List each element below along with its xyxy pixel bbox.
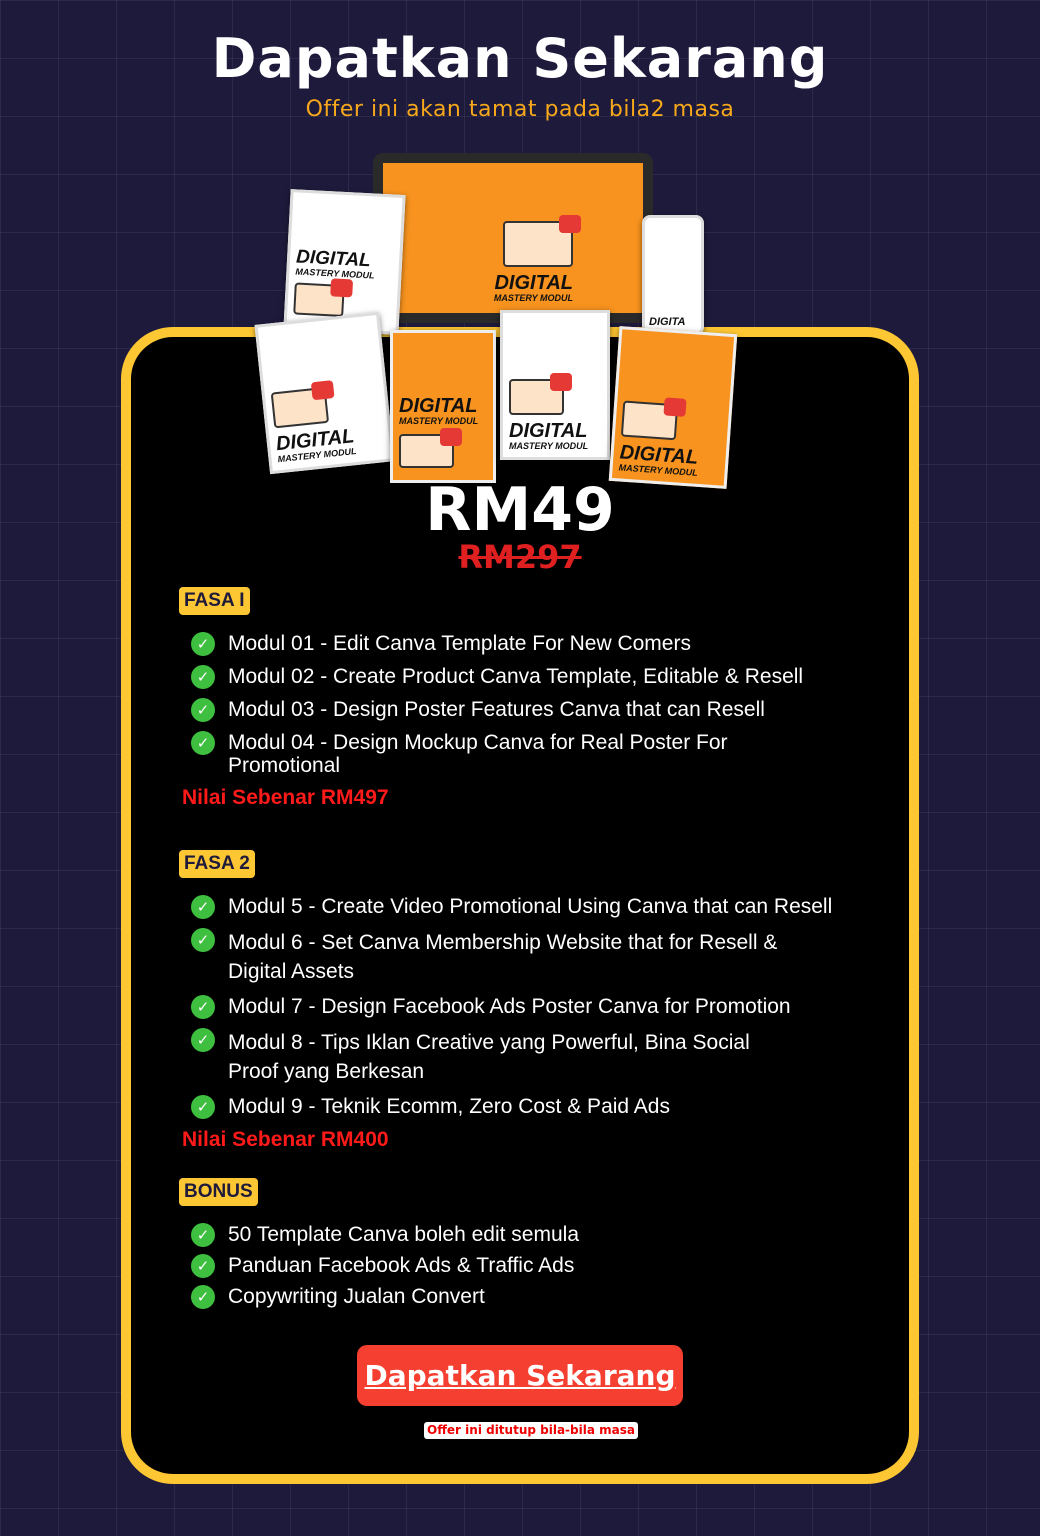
check-icon: ✓ (191, 698, 215, 722)
buy-now-button[interactable]: Dapatkan Sekarang (357, 1345, 683, 1406)
check-icon: ✓ (191, 1285, 215, 1309)
item-text: Modul 03 - Design Poster Features Canva … (228, 698, 765, 721)
module-list: ✓ Modul 01 - Edit Canva Template For New … (191, 632, 914, 777)
offer-card (121, 327, 919, 1484)
price: RM49 (425, 475, 615, 545)
module-list: ✓ Modul 5 - Create Video Promotional Usin… (191, 895, 914, 1119)
check-icon: ✓ (191, 895, 215, 919)
value-text: Nilai Sebenar RM400 (182, 1128, 389, 1151)
list-item: ✓ Modul 6 - Set Canva Membership Website … (191, 928, 831, 986)
value-text: Nilai Sebenar RM497 (182, 786, 389, 809)
check-icon: ✓ (191, 1095, 215, 1119)
check-icon: ✓ (191, 1223, 215, 1247)
list-item: ✓ Modul 04 - Design Mockup Canva for Real… (191, 731, 791, 777)
item-text: Modul 9 - Teknik Ecomm, Zero Cost & Paid… (228, 1095, 670, 1118)
item-text: Modul 02 - Create Product Canva Template… (228, 665, 804, 688)
check-icon: ✓ (191, 665, 215, 689)
list-item: ✓ Modul 9 - Teknik Ecomm, Zero Cost & Pai… (191, 1095, 914, 1119)
item-text: Modul 8 - Tips Iklan Creative yang Power… (228, 1031, 750, 1083)
check-icon: ✓ (191, 731, 215, 755)
list-item: ✓ Panduan Facebook Ads & Traffic Ads (191, 1254, 914, 1278)
list-item: ✓ Modul 5 - Create Video Promotional Usin… (191, 895, 914, 919)
check-icon: ✓ (191, 995, 215, 1019)
item-text: Modul 5 - Create Video Promotional Using… (228, 895, 833, 918)
section-badge: FASA 2 (179, 850, 255, 878)
list-item: ✓ Modul 01 - Edit Canva Template For New … (191, 632, 914, 656)
list-item: ✓ Modul 02 - Create Product Canva Templat… (191, 665, 914, 689)
list-item: ✓ Copywriting Jualan Convert (191, 1285, 914, 1309)
check-icon: ✓ (191, 1254, 215, 1278)
original-price: RM297 (458, 538, 582, 576)
list-item: ✓ Modul 03 - Design Poster Features Canva… (191, 698, 914, 722)
item-text: Modul 04 - Design Mockup Canva for Real … (228, 731, 728, 777)
item-text: Modul 01 - Edit Canva Template For New C… (228, 632, 691, 655)
page-title: Dapatkan Sekarang (211, 27, 829, 90)
list-item: ✓ Modul 8 - Tips Iklan Creative yang Powe… (191, 1028, 791, 1086)
section-badge: BONUS (179, 1178, 258, 1206)
check-icon: ✓ (191, 1028, 215, 1052)
phone-mockup: DIGITA (642, 215, 704, 335)
item-text: Modul 6 - Set Canva Membership Website t… (228, 931, 778, 983)
item-text: 50 Template Canva boleh edit semula (228, 1223, 580, 1246)
offer-content: FASA I ✓ Modul 01 - Edit Canva Template F… (179, 587, 914, 1318)
check-icon: ✓ (191, 632, 215, 656)
list-item: ✓ Modul 7 - Design Facebook Ads Poster Ca… (191, 995, 914, 1019)
bonus-list: ✓ 50 Template Canva boleh edit semula ✓ Pa… (191, 1223, 914, 1309)
item-text: Copywriting Jualan Convert (228, 1285, 485, 1308)
page-subtitle: Offer ini akan tamat pada bila2 masa (305, 97, 735, 122)
check-icon: ✓ (191, 928, 215, 952)
item-text: Panduan Facebook Ads & Traffic Ads (228, 1254, 575, 1277)
list-item: ✓ 50 Template Canva boleh edit semula (191, 1223, 914, 1247)
offer-note: Offer ini ditutup bila-bila masa (424, 1422, 638, 1439)
item-text: Modul 7 - Design Facebook Ads Poster Can… (228, 995, 791, 1018)
section-badge: FASA I (179, 587, 250, 615)
